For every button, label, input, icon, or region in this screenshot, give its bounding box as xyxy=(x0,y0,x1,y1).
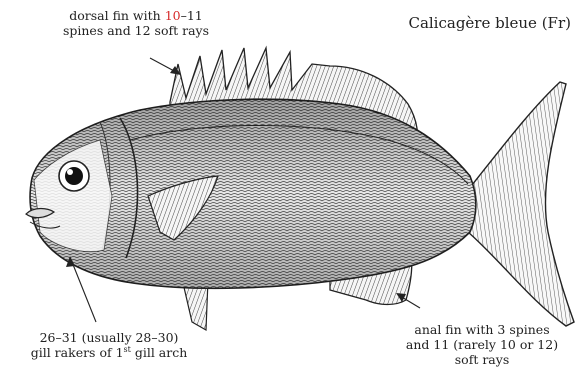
anal-label-line2: and 11 (rarely 10 or 12) xyxy=(390,337,574,352)
gill-rakers-label: 26–31 (usually 28–30) gill rakers of 1st… xyxy=(4,330,214,360)
eye-icon xyxy=(59,161,89,191)
dorsal-label-line1: dorsal fin with 10–11 xyxy=(20,8,252,23)
anal-label-line3: soft rays xyxy=(390,352,574,367)
caudal-fin xyxy=(468,82,574,326)
anal-label-line1: anal fin with 3 spines xyxy=(390,322,574,337)
dorsal-spine-highlight: 10 xyxy=(165,8,181,23)
dorsal-fin-label: dorsal fin with 10–11 spines and 12 soft… xyxy=(20,8,252,38)
common-name: Calicagère bleue (Fr) xyxy=(408,14,571,32)
anal-fin-label: anal fin with 3 spines and 11 (rarely 10… xyxy=(390,322,574,367)
gill-label-line1: 26–31 (usually 28–30) xyxy=(4,330,214,345)
dorsal-label-line2: spines and 12 soft rays xyxy=(20,23,252,38)
gill-label-line2: gill rakers of 1st gill arch xyxy=(4,345,214,360)
